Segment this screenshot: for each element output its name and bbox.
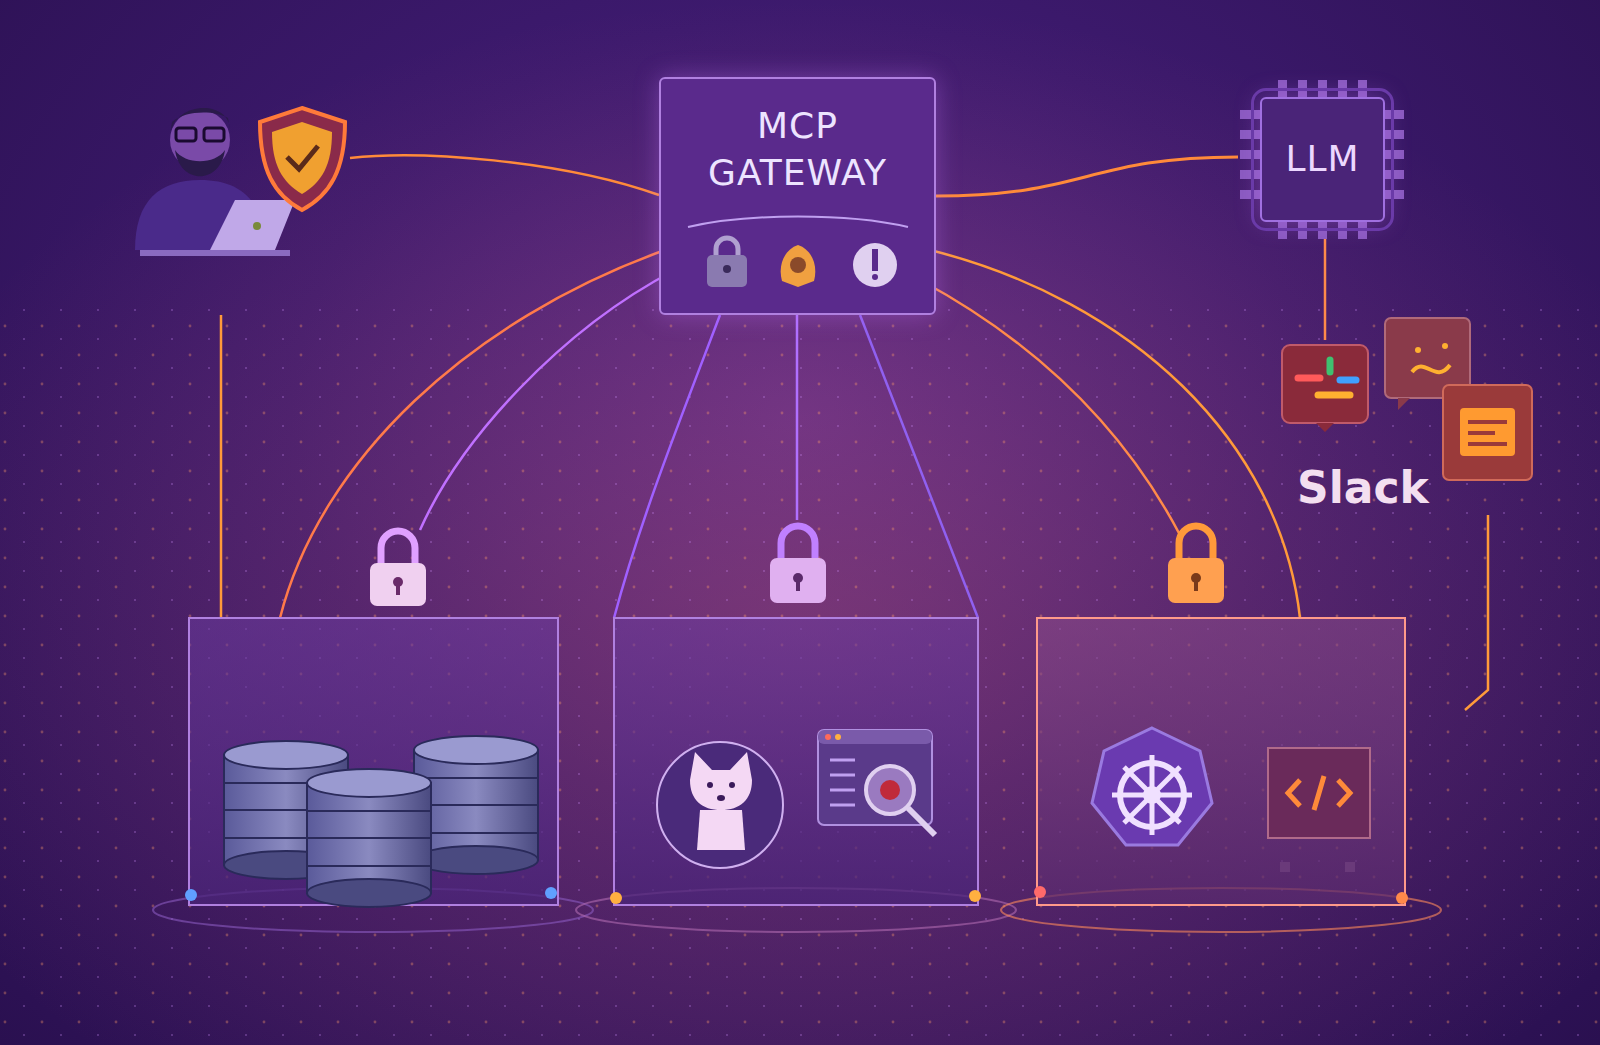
gateway-icons (678, 205, 918, 295)
llm-chip: LLM (1260, 97, 1385, 222)
gateway-box: MCP GATEWAY (659, 77, 936, 315)
node-title: MCP GATEWAY (675, 103, 920, 197)
node-title: LLM (1285, 136, 1359, 183)
app-label: Slack (1297, 462, 1429, 513)
connector-line (936, 157, 1238, 196)
